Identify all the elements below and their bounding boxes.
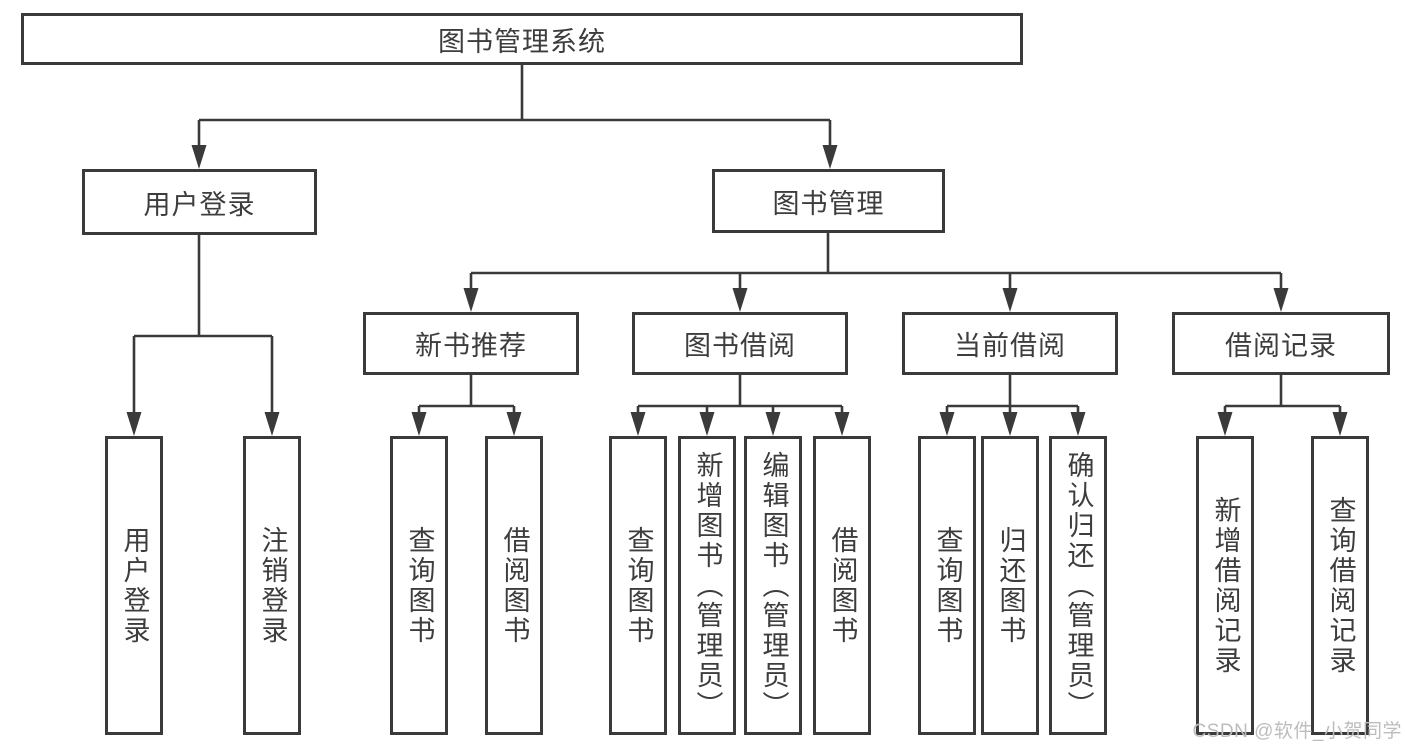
- node-new-book: 新书推荐: [363, 312, 579, 375]
- node-book-mgmt-label: 图书管理: [772, 188, 885, 219]
- leaf-newbook-query-label: 查询图书: [404, 525, 435, 646]
- node-root: 图书管理系统: [21, 13, 1023, 65]
- leaf-newbook-borrow: 借阅图书: [485, 436, 543, 735]
- leaf-newbook-borrow-label: 借阅图书: [499, 525, 530, 646]
- node-new-book-label: 新书推荐: [415, 331, 527, 361]
- connector-user-login-branch: [132, 235, 274, 416]
- node-borrow-record-label: 借阅记录: [1225, 331, 1337, 361]
- connector-root-to-level2: [197, 65, 832, 149]
- node-current-borrow-label: 当前借阅: [954, 331, 1066, 361]
- node-book-borrow: 图书借阅: [632, 312, 848, 375]
- leaf-current-query-label: 查询图书: [932, 525, 963, 646]
- leaf-record-query: 查询借阅记录: [1311, 436, 1369, 735]
- leaf-record-add: 新增借阅记录: [1196, 436, 1254, 735]
- connector-borrow-record-branch: [1223, 375, 1342, 418]
- leaf-borrow-query-label: 查询图书: [623, 525, 654, 646]
- node-borrow-record: 借阅记录: [1172, 312, 1390, 375]
- leaf-record-add-label: 新增借阅记录: [1210, 495, 1241, 676]
- node-user-login-label: 用户登录: [143, 189, 256, 220]
- leaf-current-confirm-admin: 确认归还（管理员）: [1049, 436, 1107, 735]
- connector-book-borrow-branch: [636, 375, 844, 418]
- leaf-borrow-book-label: 借阅图书: [827, 525, 858, 646]
- leaf-current-query: 查询图书: [918, 436, 976, 735]
- leaf-borrow-query: 查询图书: [609, 436, 667, 735]
- leaf-current-confirm-admin-label: 确认归还（管理员）: [1063, 450, 1094, 721]
- leaf-current-return: 归还图书: [981, 436, 1039, 735]
- leaf-logout-label: 注销登录: [257, 525, 288, 646]
- leaf-record-query-label: 查询借阅记录: [1325, 495, 1356, 676]
- node-current-borrow: 当前借阅: [902, 312, 1118, 375]
- arrowheads: [126, 145, 1348, 436]
- leaf-borrow-add-admin-label: 新增图书（管理员）: [692, 450, 723, 721]
- node-root-label: 图书管理系统: [438, 26, 606, 57]
- leaf-newbook-query: 查询图书: [390, 436, 448, 735]
- node-book-borrow-label: 图书借阅: [684, 331, 796, 361]
- leaf-borrow-add-admin: 新增图书（管理员）: [678, 436, 736, 735]
- node-book-mgmt: 图书管理: [712, 169, 945, 233]
- leaf-borrow-edit-admin-label: 编辑图书（管理员）: [758, 450, 789, 721]
- leaf-user-login-label: 用户登录: [119, 525, 150, 646]
- node-user-login: 用户登录: [82, 169, 317, 235]
- leaf-user-login: 用户登录: [105, 436, 163, 735]
- leaf-borrow-edit-admin: 编辑图书（管理员）: [744, 436, 802, 735]
- connector-current-borrow-branch: [945, 375, 1080, 418]
- connector-new-book-branch: [417, 375, 516, 418]
- leaf-borrow-book: 借阅图书: [813, 436, 871, 735]
- leaf-logout: 注销登录: [243, 436, 301, 735]
- connector-book-mgmt-branch: [469, 233, 1283, 292]
- csdn-watermark: CSDN @软件_小贺同学: [1192, 721, 1402, 742]
- leaf-current-return-label: 归还图书: [995, 525, 1026, 646]
